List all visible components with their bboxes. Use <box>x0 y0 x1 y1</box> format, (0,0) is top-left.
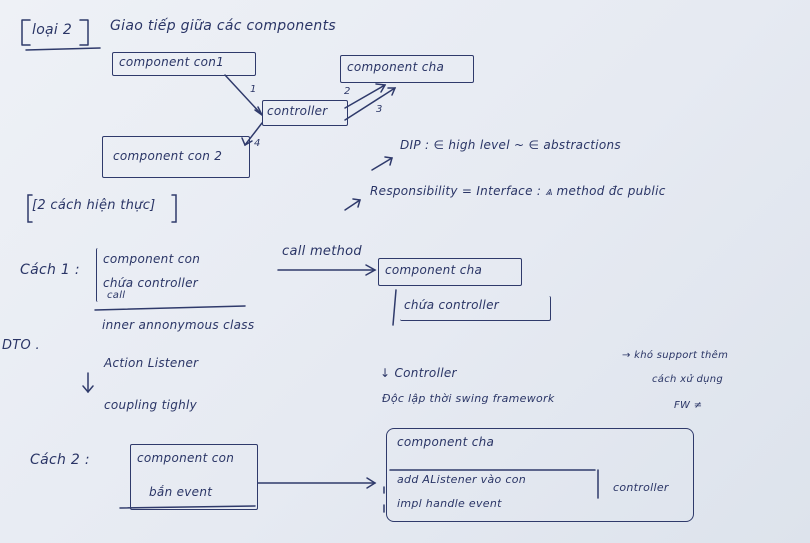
impl-handle-note: impl handle event <box>397 497 502 510</box>
cach2-cha-label: component cha <box>397 435 495 449</box>
arrow-label-2: 2 <box>344 86 351 97</box>
arrow-2-head <box>375 83 387 93</box>
controller-note: ↓ Controller <box>380 366 457 380</box>
arrow-label-4: 4 <box>254 138 261 149</box>
chua-controller-label: chứa controller <box>404 298 499 312</box>
controller-box: controller <box>262 100 348 126</box>
dto-label: DTO . <box>2 338 40 353</box>
cach2-box-line1: component con <box>137 451 235 465</box>
header-bracket-right <box>79 19 89 46</box>
cach2-underline <box>119 505 256 509</box>
responsibility-note: Responsibility = Interface : ⩓ method đc… <box>370 184 666 198</box>
chua-controller-box: chứa controller <box>400 296 551 321</box>
cach1-box-line1: component con <box>103 252 201 266</box>
section-bracket-left <box>27 194 33 223</box>
section-bracket-right <box>171 194 177 223</box>
cach1-underline <box>94 305 246 311</box>
doc-lap-note: Độc lập thời swing framework <box>382 392 555 405</box>
action-listener-note: Action Listener <box>104 356 199 370</box>
cach2-cha-box: component cha add AListener vào con impl… <box>386 428 694 522</box>
support-note-1: → khó support thêm <box>622 350 729 361</box>
header-underline <box>25 47 101 51</box>
header-tag: loại 2 <box>32 22 73 38</box>
arrow-4 <box>244 122 263 146</box>
header-title: Giao tiếp giữa các components <box>110 18 336 34</box>
component-cha-label: component cha <box>347 60 445 74</box>
add-listener-note: add AListener vào con <box>397 473 527 486</box>
cach1-label: Cách 1 : <box>20 262 80 278</box>
component-con1-box: component con1 <box>112 52 256 76</box>
component-cha-box: component cha <box>340 55 474 83</box>
cach2-box: component con bắn event <box>130 444 258 510</box>
controller-label: controller <box>267 104 328 118</box>
cach2-controller-label: controller <box>613 481 669 494</box>
cach1-cha-label: component cha <box>385 263 483 277</box>
dip-arrow <box>371 157 393 171</box>
call-method-label: call method <box>282 244 362 259</box>
cach1-box: component con chứa controller call <box>96 248 243 302</box>
component-con1-label: component con1 <box>119 55 225 69</box>
ways-heading: [2 cách hiện thực] <box>32 198 156 213</box>
coupling-note: coupling tighly <box>104 398 198 412</box>
dip-note: DIP : ∈ high level ~ ∈ abstractions <box>400 138 621 152</box>
component-con2-label: component con 2 <box>113 149 223 163</box>
support-note-2: cách xử dụng <box>652 374 724 385</box>
header-bracket-left <box>21 19 31 46</box>
support-note-3: FW ≠ <box>674 400 703 411</box>
arrow-label-1: 1 <box>250 84 257 95</box>
arrow-3 <box>344 87 396 121</box>
arrow-label-3: 3 <box>376 104 383 115</box>
cach1-box-sub: call <box>107 290 126 301</box>
resp-arrow <box>344 199 361 211</box>
arrow-3-head <box>387 87 397 96</box>
inner-class-note: inner annonymous class <box>102 318 255 332</box>
arrow-1 <box>224 74 263 116</box>
cach2-box-line2: bắn event <box>149 485 213 499</box>
component-con2-box: component con 2 <box>102 136 250 178</box>
arrow-2 <box>344 84 386 109</box>
cach1-box-line2: chứa controller <box>103 276 198 290</box>
cach1-cha-box: component cha <box>378 258 522 286</box>
cach2-label: Cách 2 : <box>30 452 90 468</box>
